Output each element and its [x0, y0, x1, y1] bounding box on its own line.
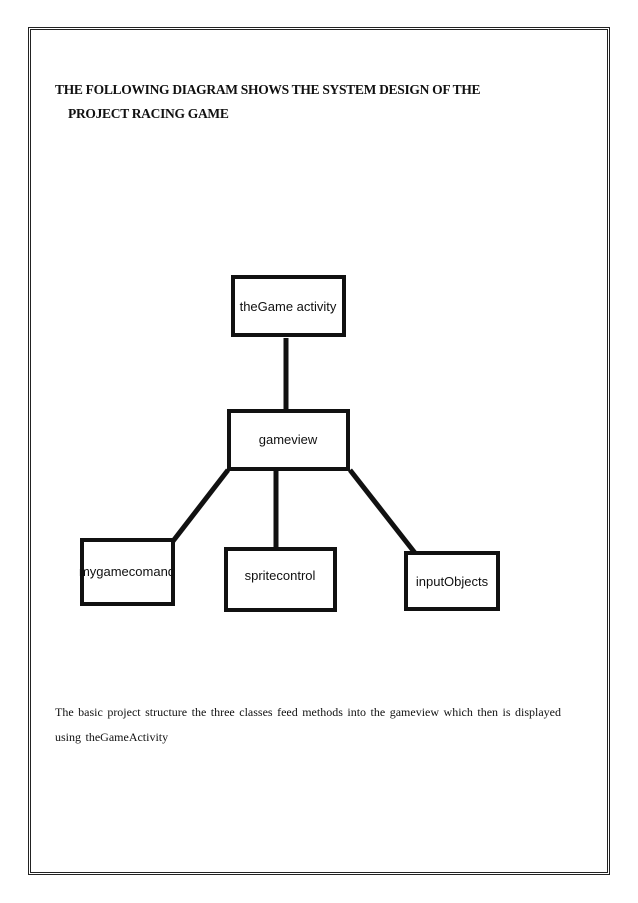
node-spritecontrol: spritecontrol: [224, 547, 337, 612]
node-label-root: theGame activity: [240, 299, 337, 314]
heading-line-2: PROJECT RACING GAME: [68, 106, 229, 121]
caption-line-2: using theGameActivity: [55, 730, 169, 744]
node-label-right: inputObjects: [416, 574, 489, 589]
node-label-left: mygamecomand: [79, 564, 175, 579]
connector-center-left: [168, 468, 230, 547]
heading-line-1: THE FOLLOWING DIAGRAM SHOWS THE SYSTEM D…: [55, 82, 481, 97]
node-label-middle: spritecontrol: [245, 568, 316, 583]
connector-center-right: [348, 468, 417, 555]
caption-line-1: The basic project structure the three cl…: [55, 705, 562, 719]
page-border: [28, 27, 610, 875]
diagram-caption: The basic project structure the three cl…: [55, 700, 575, 750]
node-label-center: gameview: [259, 432, 318, 447]
page-heading: THE FOLLOWING DIAGRAM SHOWS THE SYSTEM D…: [55, 78, 575, 126]
node-mygamecomand: mygamecomand: [79, 538, 175, 606]
node-gameview: gameview: [227, 409, 350, 471]
node-thegame-activity: theGame activity: [231, 275, 346, 337]
node-inputobjects: inputObjects: [404, 551, 500, 611]
